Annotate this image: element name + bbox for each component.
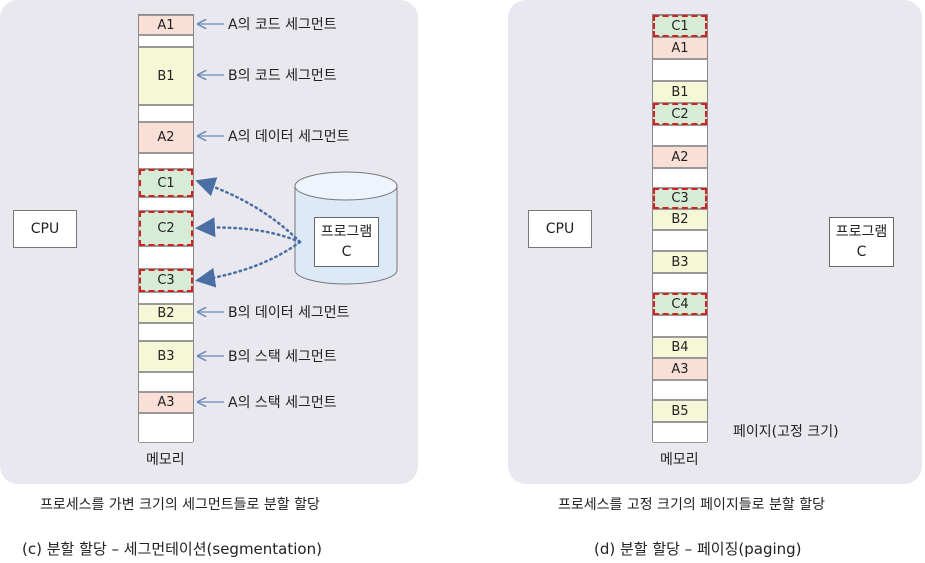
segment-annotation: B의 코드 세그먼트 xyxy=(228,68,337,84)
program-letter: C xyxy=(341,244,352,260)
program-name: 프로그램 xyxy=(835,224,888,240)
free-memory-block xyxy=(139,413,193,443)
memory-block-a3: A3 xyxy=(139,392,193,413)
memory-block-b1: B1 xyxy=(653,81,707,103)
caption-left: 프로세스를 가변 크기의 세그먼트들로 분할 할당 xyxy=(40,497,320,513)
program-c-box-right: 프로그램 C xyxy=(829,217,894,267)
page-size-note: 페이지(고정 크기) xyxy=(733,424,839,440)
free-memory-block xyxy=(139,105,193,122)
free-memory-block xyxy=(653,168,707,188)
segment-annotation: A의 스택 세그먼트 xyxy=(228,395,337,411)
figure-title-left: (c) 분할 할당 – 세그먼테이션(segmentation) xyxy=(22,540,322,558)
memory-block-a1: A1 xyxy=(653,37,707,59)
program-letter: C xyxy=(856,244,867,260)
memory-block-b3: B3 xyxy=(139,341,193,372)
free-memory-block xyxy=(653,315,707,337)
segment-annotation: B의 스택 세그먼트 xyxy=(228,349,337,365)
free-memory-block xyxy=(653,422,707,443)
memory-block-a2: A2 xyxy=(139,122,193,153)
memory-block-b2: B2 xyxy=(653,209,707,230)
memory-block-b4: B4 xyxy=(653,337,707,358)
segment-annotation: A의 데이터 세그먼트 xyxy=(228,129,350,145)
memory-block-c2: C2 xyxy=(653,103,707,125)
free-memory-block xyxy=(653,125,707,146)
segment-annotation: A의 코드 세그먼트 xyxy=(228,17,337,33)
free-memory-block xyxy=(139,292,193,304)
memory-block-a3: A3 xyxy=(653,358,707,380)
cpu-box-left: CPU xyxy=(13,210,77,248)
program-c-box-left: 프로그램 C xyxy=(314,217,379,267)
memory-block-c3: C3 xyxy=(139,269,193,292)
free-memory-block xyxy=(139,197,193,211)
segment-annotation: B의 데이터 세그먼트 xyxy=(228,305,350,321)
free-memory-block xyxy=(139,323,193,341)
memory-label-right: 메모리 xyxy=(660,452,699,468)
caption-right: 프로세스를 고정 크기의 페이지들로 분할 할당 xyxy=(558,497,825,513)
figure-title-right: (d) 분할 할당 – 페이징(paging) xyxy=(594,540,802,558)
memory-block-a1: A1 xyxy=(139,15,193,35)
memory-block-b3: B3 xyxy=(653,251,707,273)
memory-block-c2: C2 xyxy=(139,211,193,246)
memory-block-c3: C3 xyxy=(653,188,707,209)
program-name: 프로그램 xyxy=(320,224,373,240)
free-memory-block xyxy=(653,59,707,81)
memory-block-b2: B2 xyxy=(139,304,193,323)
memory-block-c1: C1 xyxy=(139,169,193,197)
free-memory-block xyxy=(653,273,707,293)
memory-block-b1: B1 xyxy=(139,47,193,105)
memory-block-a2: A2 xyxy=(653,146,707,168)
memory-block-c1: C1 xyxy=(653,15,707,37)
memory-label-left: 메모리 xyxy=(146,452,185,468)
free-memory-block xyxy=(139,372,193,392)
cpu-label: CPU xyxy=(545,221,575,237)
free-memory-block xyxy=(139,35,193,47)
memory-block-c4: C4 xyxy=(653,293,707,315)
free-memory-block xyxy=(653,380,707,400)
cpu-label: CPU xyxy=(30,221,60,237)
free-memory-block xyxy=(139,153,193,169)
free-memory-block xyxy=(139,246,193,269)
cpu-box-right: CPU xyxy=(528,210,592,248)
memory-block-b5: B5 xyxy=(653,400,707,422)
free-memory-block xyxy=(653,230,707,251)
